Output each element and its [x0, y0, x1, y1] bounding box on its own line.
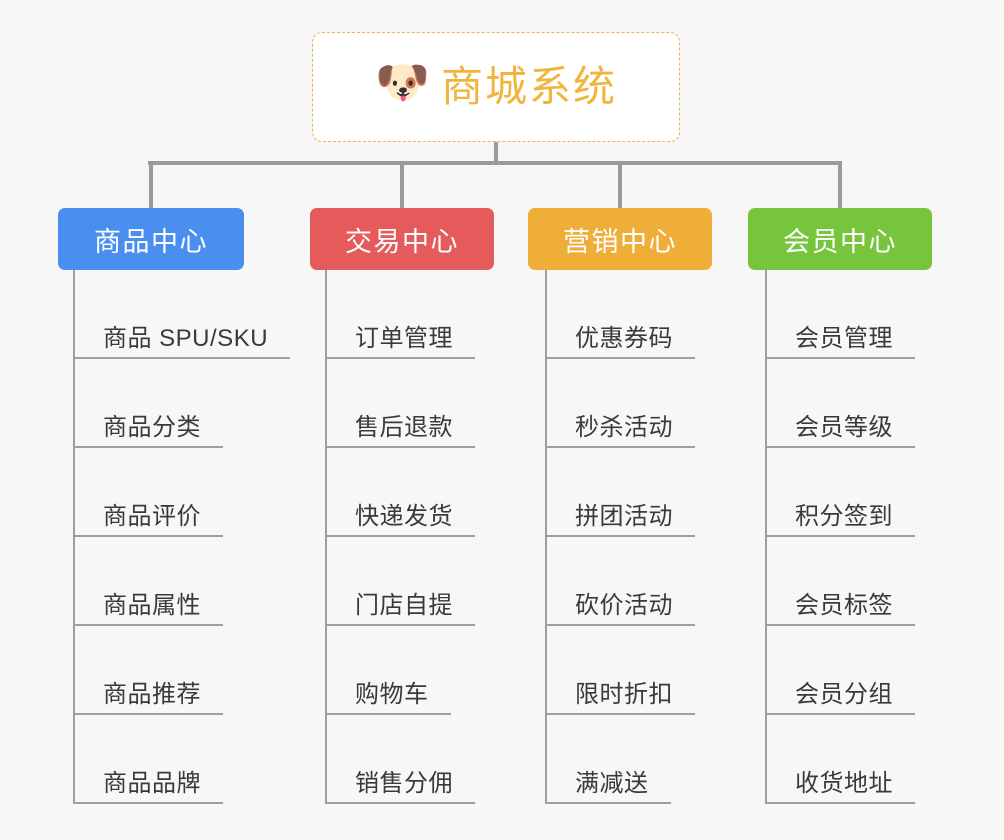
leaf-item[interactable]: 积分签到	[765, 448, 932, 537]
leaf-item-label: 收货地址	[795, 770, 893, 797]
leaf-underline: 收货地址	[765, 763, 915, 804]
leaf-item-label: 门店自提	[355, 592, 453, 619]
leaf-item[interactable]: 商品属性	[73, 537, 244, 626]
leaf-item-label: 售后退款	[355, 414, 453, 441]
leaf-item[interactable]: 满减送	[545, 715, 712, 804]
leaf-underline: 门店自提	[325, 585, 475, 626]
leaf-list-product-center: 商品 SPU/SKU 商品分类商品评价商品属性商品推荐商品品牌	[73, 270, 291, 804]
leaf-item[interactable]: 会员等级	[765, 359, 932, 448]
leaf-item[interactable]: 秒杀活动	[545, 359, 712, 448]
category-header-member-center[interactable]: 会员中心	[748, 208, 932, 270]
leaf-item[interactable]: 会员管理	[765, 270, 932, 359]
leaf-underline: 限时折扣	[545, 674, 695, 715]
leaf-item-label: 会员等级	[795, 414, 893, 441]
leaf-underline: 积分签到	[765, 496, 915, 537]
column-marketing-center: 营销中心优惠券码秒杀活动拼团活动砍价活动限时折扣满减送	[528, 208, 712, 804]
leaf-item-label: 订单管理	[355, 325, 453, 352]
leaf-underline: 商品评价	[73, 496, 223, 537]
leaf-underline: 拼团活动	[545, 496, 695, 537]
connector-horizontal-bus	[148, 161, 842, 165]
category-header-product-center[interactable]: 商品中心	[58, 208, 244, 270]
shiba-dog-face-icon: 🐶	[374, 58, 430, 107]
leaf-underline: 商品推荐	[73, 674, 223, 715]
connector-root-stem	[494, 142, 498, 164]
leaf-underline: 会员分组	[765, 674, 915, 715]
category-header-label: 交易中心	[345, 226, 459, 257]
leaf-item[interactable]: 门店自提	[325, 537, 494, 626]
leaf-item-label: 快递发货	[355, 503, 453, 530]
connector-drop-product-center	[149, 161, 153, 209]
leaf-underline: 秒杀活动	[545, 407, 695, 448]
leaf-underline: 会员管理	[765, 318, 915, 359]
leaf-item[interactable]: 销售分佣	[325, 715, 494, 804]
leaf-item-label: 会员管理	[795, 325, 893, 352]
column-trade-center: 交易中心订单管理售后退款快递发货门店自提购物车销售分佣	[310, 208, 494, 804]
leaf-item[interactable]: 优惠券码	[545, 270, 712, 359]
leaf-item[interactable]: 砍价活动	[545, 537, 712, 626]
leaf-item[interactable]: 商品推荐	[73, 626, 244, 715]
leaf-list-member-center: 会员管理会员等级积分签到会员标签会员分组收货地址	[765, 270, 932, 804]
leaf-item-label: 秒杀活动	[575, 414, 673, 441]
leaf-item-label: 会员标签	[795, 592, 893, 619]
root-title: 商城系统	[440, 63, 617, 110]
leaf-item-label: 优惠券码	[575, 325, 673, 352]
category-header-marketing-center[interactable]: 营销中心	[528, 208, 712, 270]
leaf-item-label: 销售分佣	[355, 770, 453, 797]
leaf-underline: 售后退款	[325, 407, 475, 448]
leaf-underline: 优惠券码	[545, 318, 695, 359]
leaf-underline: 商品属性	[73, 585, 223, 626]
category-header-label: 商品中心	[94, 226, 208, 257]
leaf-item[interactable]: 会员分组	[765, 626, 932, 715]
leaf-item[interactable]: 收货地址	[765, 715, 932, 804]
leaf-item-label: 商品 SPU/SKU	[103, 325, 269, 352]
leaf-underline: 快递发货	[325, 496, 475, 537]
leaf-item-label: 商品分类	[103, 414, 201, 441]
leaf-item-label: 满减送	[575, 770, 649, 797]
leaf-item-label: 积分签到	[795, 503, 893, 530]
connector-drop-member-center	[838, 161, 842, 209]
category-header-label: 会员中心	[783, 226, 897, 257]
leaf-underline: 订单管理	[325, 318, 475, 359]
leaf-item[interactable]: 购物车	[325, 626, 494, 715]
category-header-trade-center[interactable]: 交易中心	[310, 208, 494, 270]
leaf-underline: 商品分类	[73, 407, 223, 448]
leaf-item[interactable]: 商品评价	[73, 448, 244, 537]
leaf-item-label: 购物车	[355, 681, 429, 708]
leaf-item[interactable]: 商品品牌	[73, 715, 244, 804]
connector-drop-marketing-center	[618, 161, 622, 209]
leaf-item-label: 商品属性	[103, 592, 201, 619]
leaf-item[interactable]: 商品 SPU/SKU	[73, 270, 291, 359]
root-node[interactable]: 🐶 商城系统	[312, 32, 680, 142]
leaf-item-label: 会员分组	[795, 681, 893, 708]
leaf-underline: 商品 SPU/SKU	[73, 318, 291, 359]
connector-drop-trade-center	[400, 161, 404, 209]
leaf-item[interactable]: 售后退款	[325, 359, 494, 448]
leaf-item[interactable]: 快递发货	[325, 448, 494, 537]
leaf-underline: 商品品牌	[73, 763, 223, 804]
leaf-item-label: 砍价活动	[575, 592, 673, 619]
leaf-item-label: 拼团活动	[575, 503, 673, 530]
leaf-underline: 购物车	[325, 674, 451, 715]
leaf-underline: 销售分佣	[325, 763, 475, 804]
column-product-center: 商品中心商品 SPU/SKU 商品分类商品评价商品属性商品推荐商品品牌	[58, 208, 291, 804]
leaf-item-label: 商品推荐	[103, 681, 201, 708]
leaf-item[interactable]: 限时折扣	[545, 626, 712, 715]
leaf-list-trade-center: 订单管理售后退款快递发货门店自提购物车销售分佣	[325, 270, 494, 804]
leaf-underline: 会员标签	[765, 585, 915, 626]
column-member-center: 会员中心会员管理会员等级积分签到会员标签会员分组收货地址	[748, 208, 932, 804]
leaf-underline: 砍价活动	[545, 585, 695, 626]
leaf-item-label: 商品品牌	[103, 770, 201, 797]
leaf-item-label: 商品评价	[103, 503, 201, 530]
leaf-item[interactable]: 订单管理	[325, 270, 494, 359]
leaf-underline: 会员等级	[765, 407, 915, 448]
leaf-item[interactable]: 会员标签	[765, 537, 932, 626]
leaf-item-label: 限时折扣	[575, 681, 673, 708]
category-header-label: 营销中心	[563, 226, 677, 257]
leaf-item[interactable]: 拼团活动	[545, 448, 712, 537]
leaf-item[interactable]: 商品分类	[73, 359, 244, 448]
leaf-underline: 满减送	[545, 763, 671, 804]
leaf-list-marketing-center: 优惠券码秒杀活动拼团活动砍价活动限时折扣满减送	[545, 270, 712, 804]
